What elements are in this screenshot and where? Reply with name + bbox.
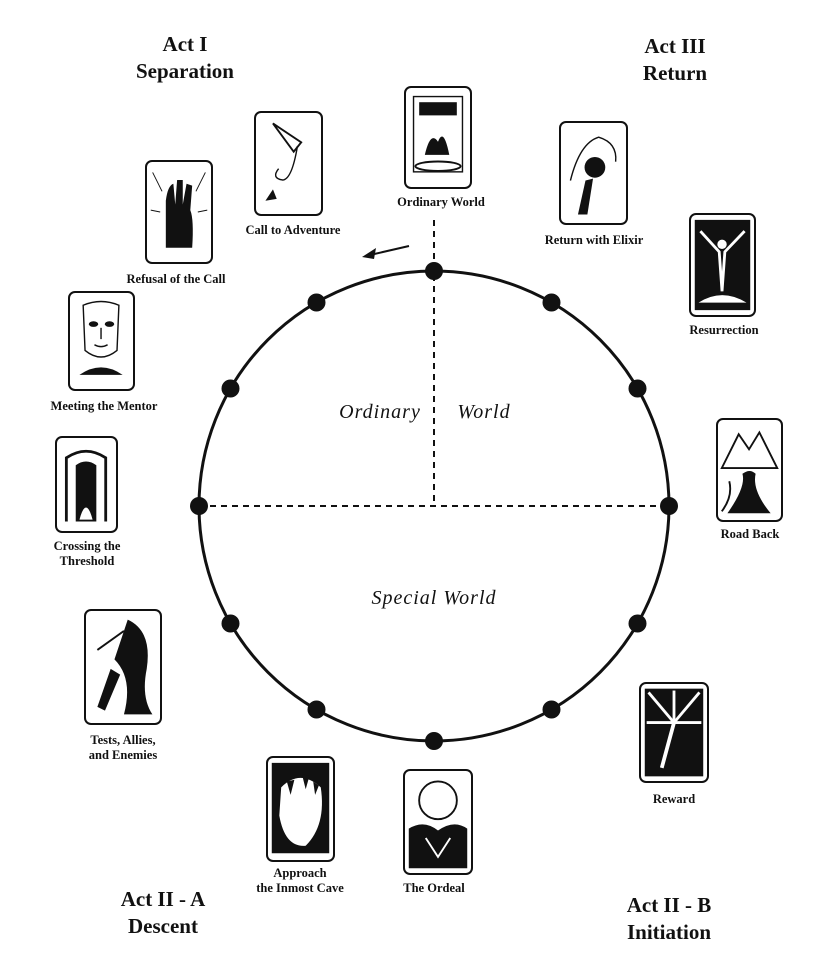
card-refusal-of-the-call xyxy=(145,160,213,264)
card-road-back xyxy=(716,418,783,522)
hearth-icon xyxy=(412,95,464,173)
stage-dot-return-with-elixir xyxy=(542,293,561,312)
sword-light-icon xyxy=(644,688,704,777)
card-reward xyxy=(639,682,709,783)
label-call-to-adventure: Call to Adventure xyxy=(245,223,341,237)
direction-arrow-shaft xyxy=(369,245,410,256)
stage-dot-ordinary-world xyxy=(425,262,443,280)
gateway-icon xyxy=(64,449,108,522)
direction-arrow-icon xyxy=(362,248,376,259)
label-tests-allies-enemies: Tests, Allies,and Enemies xyxy=(88,733,158,762)
act-title: Act II - A xyxy=(120,887,206,911)
stage-dot-refusal-of-the-call xyxy=(221,379,240,398)
stage-dot-call-to-adventure xyxy=(307,293,326,312)
stage-dot-resurrection xyxy=(628,379,647,398)
stage-dot-approach-inmost-cave xyxy=(425,732,443,750)
label-meeting-the-mentor: Meeting the Mentor xyxy=(50,399,158,413)
stage-dot-tests-allies-enemies xyxy=(307,700,326,719)
region-special: Special World xyxy=(371,587,496,609)
card-approach-inmost-cave xyxy=(266,756,335,862)
horn-icon xyxy=(265,122,303,201)
act-title: Act I xyxy=(162,32,208,56)
region-ordinary-a: Ordinary xyxy=(339,401,421,423)
stage-dot-road-back xyxy=(660,497,678,515)
act-heading-3: Act III Return xyxy=(575,33,775,87)
label-return-with-elixir: Return with Elixir xyxy=(544,233,644,247)
stage-dot-reward xyxy=(628,614,647,633)
region-ordinary-b: World xyxy=(457,401,510,423)
elixir-icon xyxy=(569,136,617,215)
act-subtitle: Initiation xyxy=(626,920,712,944)
label-refusal-of-the-call: Refusal of the Call xyxy=(126,272,226,286)
mentor-face-icon xyxy=(79,300,123,375)
battle-icon xyxy=(96,619,153,715)
act-heading-2a: Act II - A Descent xyxy=(63,886,263,940)
card-the-ordeal xyxy=(403,769,473,875)
card-ordinary-world xyxy=(404,86,472,189)
card-meeting-the-mentor xyxy=(68,291,135,391)
label-resurrection: Resurrection xyxy=(689,323,759,337)
act-subtitle: Return xyxy=(642,61,708,85)
stage-dot-the-ordeal xyxy=(542,700,561,719)
act-subtitle: Separation xyxy=(135,59,234,83)
rising-figure-icon xyxy=(694,219,751,311)
act-heading-2b: Act II - B Initiation xyxy=(569,892,769,946)
stage-dot-meeting-the-mentor xyxy=(190,497,208,515)
card-return-with-elixir xyxy=(559,121,628,225)
ordeal-icon xyxy=(408,780,468,869)
cave-mouth-icon xyxy=(271,762,330,854)
label-reward: Reward xyxy=(652,792,696,806)
act-heading-1: Act I Separation xyxy=(85,31,285,85)
card-resurrection xyxy=(689,213,756,317)
mountain-road-icon xyxy=(720,430,779,514)
card-crossing-the-threshold xyxy=(55,436,118,533)
stage-dots xyxy=(190,262,678,750)
card-call-to-adventure xyxy=(254,111,323,216)
label-ordinary-world: Ordinary World xyxy=(397,195,485,209)
card-tests-allies-enemies xyxy=(84,609,162,725)
act-title: Act II - B xyxy=(626,893,712,917)
label-road-back: Road Back xyxy=(720,527,780,541)
stage-dot-crossing-the-threshold xyxy=(221,614,240,633)
raised-hand-icon xyxy=(150,172,208,248)
act-subtitle: Descent xyxy=(128,914,198,938)
act-title: Act III xyxy=(644,34,706,58)
label-the-ordeal: The Ordeal xyxy=(403,881,465,895)
